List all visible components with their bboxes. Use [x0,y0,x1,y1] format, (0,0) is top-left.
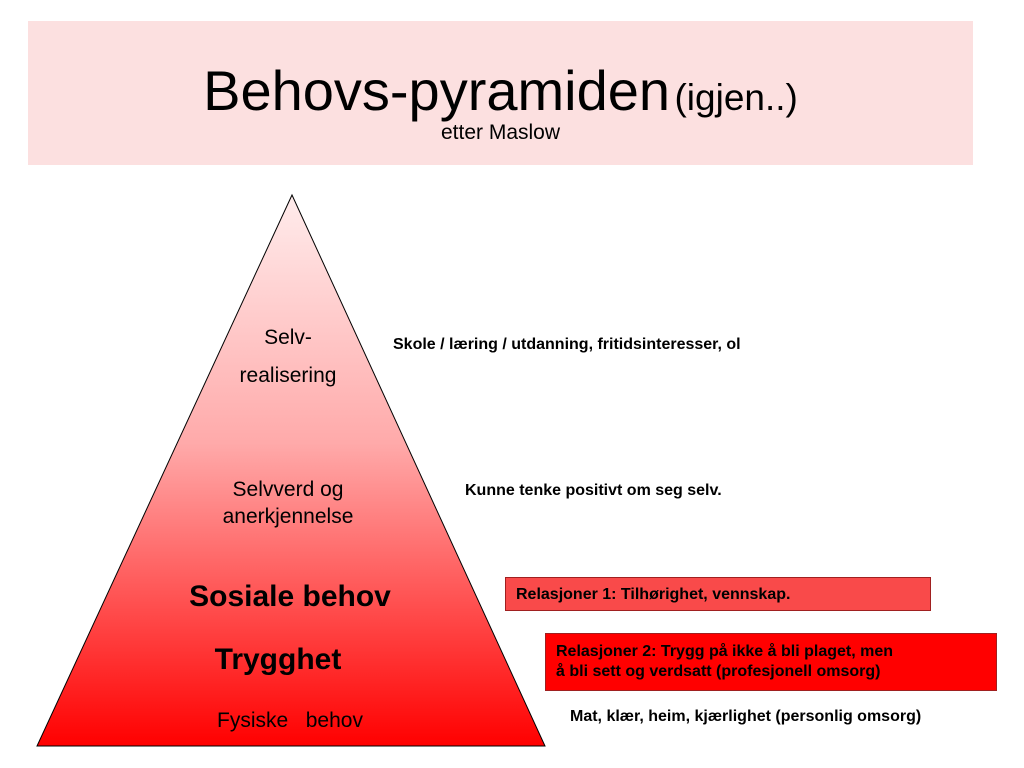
level-self-actualization-line1: Selv- [264,326,312,349]
page-title: Behovs-pyramiden (igjen..) [28,63,973,119]
note-esteem: Kunne tenke positivt om seg selv. [465,482,722,499]
level-esteem-line1: Selvverd og [232,478,344,501]
title-main: Behovs-pyramiden [203,59,671,122]
level-self-actualization: Selv- realisering [188,326,388,388]
note-safety-line2: å bli sett og verdsatt (profesjonell oms… [556,663,881,680]
note-safety-line1: Relasjoner 2: Trygg på ikke å bli plaget… [556,643,893,660]
level-self-actualization-line2: realisering [239,364,337,388]
note-self-actualization: Skole / læring / utdanning, fritidsinter… [393,336,741,353]
level-esteem-line2: anerkjennelse [222,505,354,529]
title-band: Behovs-pyramiden (igjen..) etter Maslow [28,21,973,165]
level-physical: Fysiske behov [217,709,363,732]
pyramid-triangle [36,193,546,747]
page-subtitle: etter Maslow [440,121,561,144]
note-safety-box: Relasjoner 2: Trygg på ikke å bli plaget… [545,633,997,691]
level-social: Sosiale behov [189,580,391,613]
level-esteem: Selvverd og anerkjennelse [188,476,388,531]
note-social: Relasjoner 1: Tilhørighet, vennskap. [516,586,791,603]
note-social-box: Relasjoner 1: Tilhørighet, vennskap. [505,577,931,611]
title-suffix: (igjen..) [674,77,798,118]
note-physical: Mat, klær, heim, kjærlighet (personlig o… [570,708,922,725]
level-safety: Trygghet [214,643,342,676]
